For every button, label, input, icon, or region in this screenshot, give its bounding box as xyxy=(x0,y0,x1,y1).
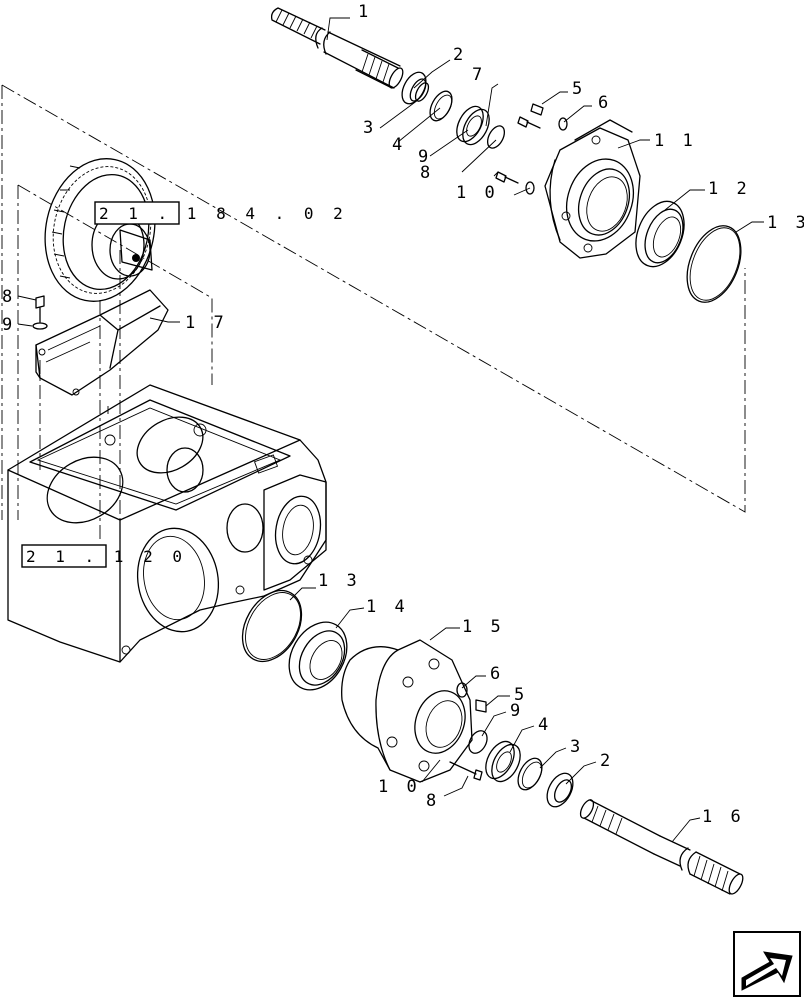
circlip-lower-3 xyxy=(517,757,543,791)
cover-plate-17 xyxy=(35,289,169,396)
callout-2-bottom: 2 xyxy=(600,751,614,771)
callout-4-bottom: 4 xyxy=(538,715,552,735)
circlip-upper xyxy=(486,125,506,149)
callout-3-bottom: 3 xyxy=(570,737,584,757)
callout-14: 1 4 xyxy=(366,597,409,617)
callout-16: 1 6 xyxy=(702,807,745,827)
callout-10-top: 1 0 xyxy=(456,183,499,203)
callout-9-top: 9 xyxy=(418,147,432,167)
seal-ring-lower-2 xyxy=(546,772,574,808)
bearing-housing-cover xyxy=(544,119,641,259)
snap-ring-upper xyxy=(429,90,453,122)
callout-17: 1 7 xyxy=(185,313,228,333)
reference-gear-group: 2 1 . 1 8 4 . 0 2 xyxy=(94,201,348,225)
next-page-arrow-icon xyxy=(741,951,793,991)
o-ring-13-upper xyxy=(686,225,742,303)
callout-7: 7 xyxy=(472,65,486,85)
bolt-washer-left xyxy=(32,295,48,330)
callout-5-top: 5 xyxy=(572,79,586,99)
reference-housing: 2 1 . 1 2 0 xyxy=(21,544,187,568)
callout-1: 1 xyxy=(358,2,372,22)
callout-4-top: 4 xyxy=(392,135,406,155)
bolts-upper xyxy=(495,103,568,195)
snap-ring-lower-9 xyxy=(468,730,488,754)
bearing-housing-15 xyxy=(341,639,473,783)
callout-10-bottom: 1 0 xyxy=(378,777,421,797)
callout-8-top: 8 xyxy=(420,163,434,183)
callout-15: 1 5 xyxy=(462,617,505,637)
callout-8-bottom: 8 xyxy=(426,791,440,811)
callout-3-top: 3 xyxy=(363,118,377,138)
callout-13-top: 1 3 xyxy=(767,213,804,233)
reference-gear-group-text: 2 1 . 1 8 4 . 0 2 xyxy=(99,204,348,223)
bearing-lower-4 xyxy=(485,740,521,783)
callout-11: 1 1 xyxy=(654,131,697,151)
callout-6-bottom: 6 xyxy=(490,664,504,684)
callout-8-left: 8 xyxy=(2,287,16,307)
callout-2-top: 2 xyxy=(453,45,467,65)
reference-housing-text: 2 1 . 1 2 0 xyxy=(26,547,187,566)
callout-13-bottom: 1 3 xyxy=(318,571,361,591)
shaft-lower xyxy=(579,799,744,895)
transmission-housing xyxy=(7,384,327,663)
shaft-upper xyxy=(270,7,404,89)
callout-9-left: 9 xyxy=(2,315,16,335)
callout-6-top: 6 xyxy=(598,93,612,113)
o-ring-13-lower xyxy=(241,589,303,663)
leader-lines xyxy=(17,17,764,843)
callout-9-bottom: 9 xyxy=(510,701,524,721)
callouts: 1 2 3 4 5 6 7 8 9 1 0 1 1 1 2 1 3 8 9 1 … xyxy=(2,2,804,827)
callout-5-bottom: 5 xyxy=(514,685,528,705)
seal-14 xyxy=(288,621,348,691)
gear-assembly xyxy=(44,158,156,302)
bearing-upper xyxy=(456,105,490,146)
next-page-button[interactable] xyxy=(733,931,801,997)
bolts-lower xyxy=(449,682,487,781)
assembly-outline xyxy=(1,84,746,540)
seal-12 xyxy=(635,200,685,268)
callout-12: 1 2 xyxy=(708,179,751,199)
